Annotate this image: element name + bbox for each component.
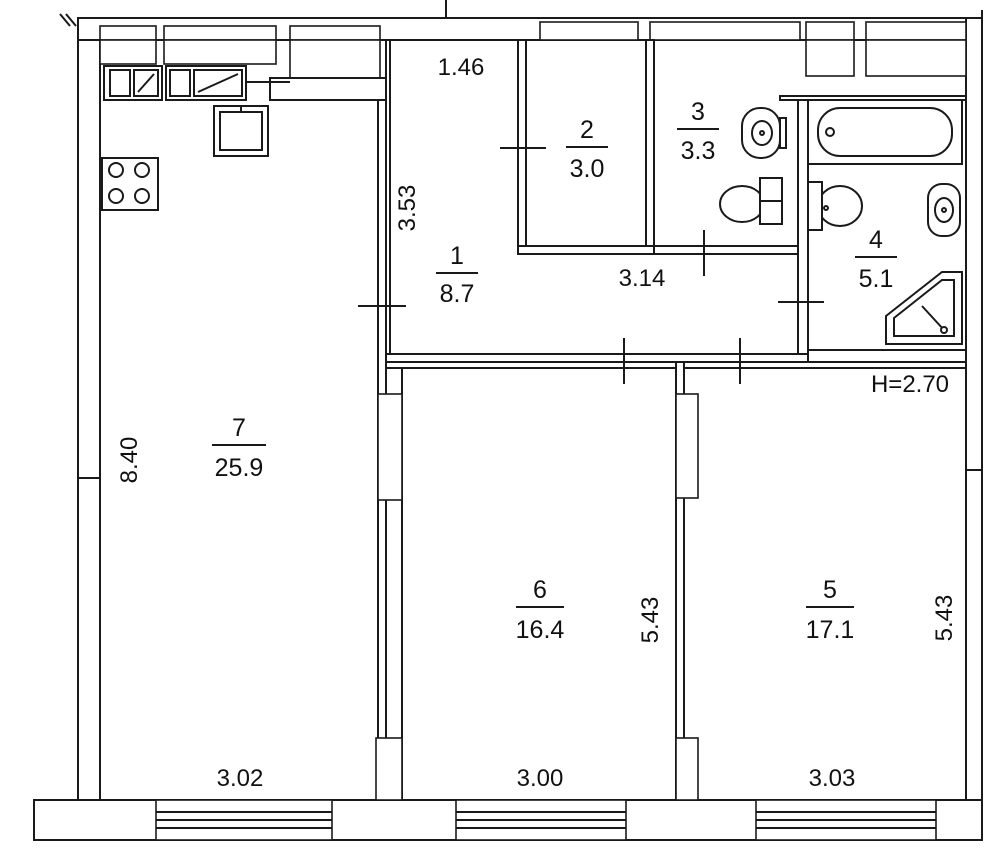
interior-walls [269, 39, 967, 801]
room-label-1: 1 8.7 [436, 242, 478, 308]
room-area: 5.1 [859, 265, 894, 293]
washbasin-icon [741, 107, 787, 159]
bathtub-icon [807, 99, 963, 165]
dimension-room6-width: 3.00 [517, 765, 564, 792]
kitchen-sink-icon [103, 65, 290, 101]
room-area: 25.9 [215, 454, 264, 482]
dimension-labels: 1.46 3.53 3.14 8.40 3.02 3.00 5.43 3.0 3 … [116, 54, 958, 792]
toilet-icon [807, 181, 863, 231]
room-number: 4 [869, 226, 883, 254]
room-area: 16.4 [516, 616, 565, 644]
toilet-icon [719, 177, 783, 225]
room-number: 7 [232, 414, 246, 442]
ceiling-height: H=2.70 [871, 371, 949, 398]
windows [99, 21, 967, 841]
washbasin-icon [927, 183, 961, 237]
stove-icon [101, 157, 159, 211]
door-marks [358, 147, 824, 384]
room-label-3: 3 3.3 [677, 98, 719, 165]
room-number: 6 [533, 576, 547, 604]
dimension-room5-height: 5.43 [931, 595, 958, 642]
fridge-icon [213, 105, 269, 157]
dimension-hall-left: 3.53 [394, 185, 421, 232]
room-area: 3.3 [681, 137, 716, 165]
dimension-corridor: 3.14 [619, 265, 666, 292]
room-label-2: 2 3.0 [566, 116, 608, 183]
dimension-room6-height: 5.43 [637, 597, 664, 644]
room-area: 3.0 [570, 155, 605, 183]
room-label-7: 7 25.9 [212, 414, 266, 482]
dimension-hall-top: 1.46 [438, 54, 485, 81]
shower-icon [885, 271, 963, 345]
dimension-kitchen-height: 8.40 [116, 437, 143, 484]
room-number: 3 [691, 98, 705, 126]
room-label-6: 6 16.4 [516, 576, 565, 644]
room-number: 1 [450, 242, 464, 270]
room-label-4: 4 5.1 [855, 226, 897, 293]
dimension-kitchen-width: 3.02 [217, 765, 264, 792]
room-number: 5 [823, 576, 837, 604]
dimension-room5-width: 3.03 [809, 765, 856, 792]
room-area: 17.1 [806, 616, 855, 644]
room-area: 8.7 [440, 280, 475, 308]
room-number: 2 [580, 116, 594, 144]
room-label-5: 5 17.1 [806, 576, 855, 644]
